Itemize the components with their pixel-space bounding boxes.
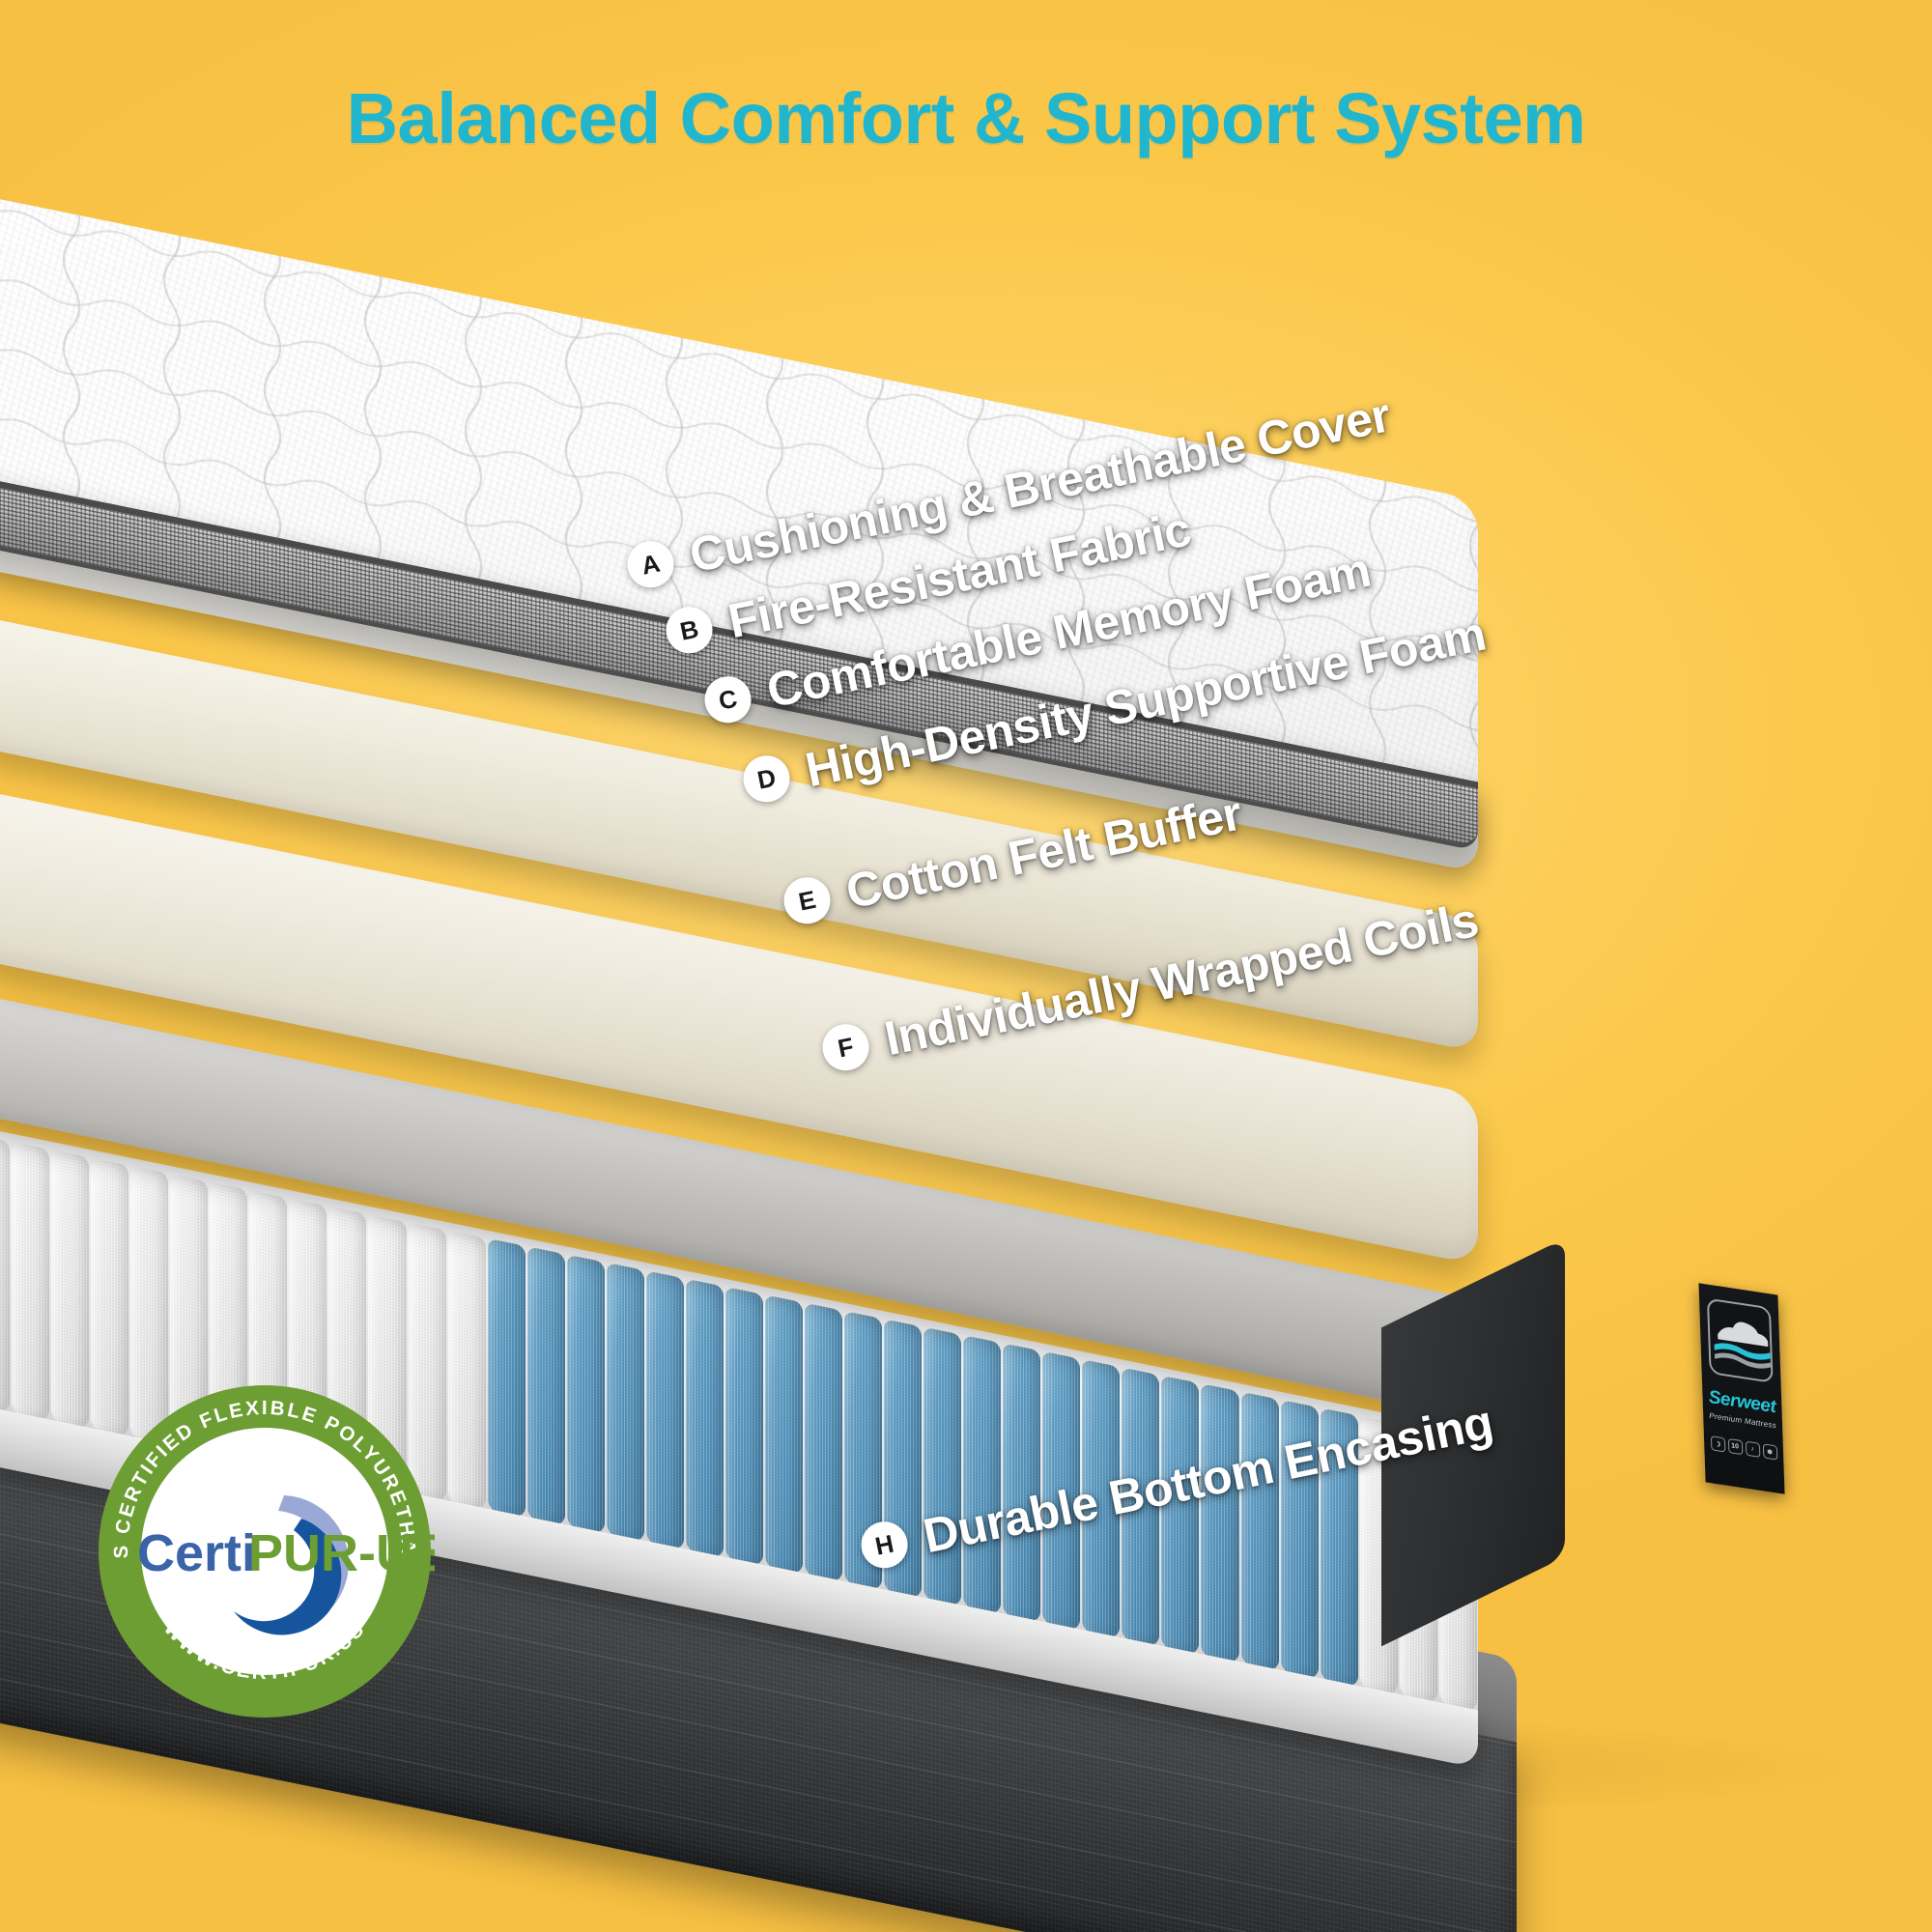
quilt-stitch-line xyxy=(263,234,282,591)
brand-feature-icon: ♪ xyxy=(1745,1440,1760,1458)
brand-feature-icon: ❄ xyxy=(1762,1443,1777,1461)
quilt-stitch-line xyxy=(966,378,985,735)
layer-quilted-cover xyxy=(0,193,1478,905)
bullet-h: H xyxy=(857,1517,912,1573)
quilt-stitch-line xyxy=(1167,418,1186,776)
sleeping-figure-icon xyxy=(1706,1297,1774,1383)
brand-feature-icon: 10 xyxy=(1727,1437,1743,1456)
quilt-stitch-line xyxy=(363,255,383,612)
quilt-stitch-line xyxy=(0,341,1478,670)
quilt-stitch-line xyxy=(564,296,583,653)
bullet-e: E xyxy=(780,872,835,928)
brand-feature-icon: ☽ xyxy=(1710,1435,1725,1453)
quilt-stitch-line xyxy=(464,275,483,633)
page-title: Balanced Comfort & Support System xyxy=(346,78,1586,158)
bullet-b: B xyxy=(662,602,717,658)
quilt-stitch-line xyxy=(1468,479,1478,790)
mattress-exploded-diagram xyxy=(0,184,1932,1932)
certipur-registered-mark: ® xyxy=(400,1531,414,1552)
quilt-stitch-line xyxy=(162,213,182,571)
certipur-us-badge: CONTAINS CERTIFIED FLEXIBLE POLYURETHANE… xyxy=(85,1364,448,1721)
quilt-stitch-line xyxy=(1066,398,1086,755)
brand-tag: Serweet Premium Mattress ☽10♪❄ xyxy=(1698,1283,1785,1494)
quilt-stitch-line xyxy=(1267,439,1287,790)
quilt-stitch-line xyxy=(866,356,885,714)
quilt-stitch-line xyxy=(62,193,81,551)
quilt-stitch-line xyxy=(0,411,1478,740)
bullet-f: F xyxy=(818,1019,873,1075)
brand-feature-icons: ☽10♪❄ xyxy=(1710,1435,1777,1461)
certipur-name-part1: Certi xyxy=(137,1524,256,1582)
bullet-d: D xyxy=(739,751,794,807)
quilt-stitch-line xyxy=(765,336,784,694)
quilt-stitch-line xyxy=(1368,459,1387,790)
bullet-a: A xyxy=(623,536,678,592)
certipur-name-part2: PUR-US xyxy=(248,1524,435,1582)
bullet-c: C xyxy=(700,671,755,727)
quilt-stitch-line xyxy=(0,202,1478,531)
quilt-stitch-line xyxy=(0,271,1478,601)
